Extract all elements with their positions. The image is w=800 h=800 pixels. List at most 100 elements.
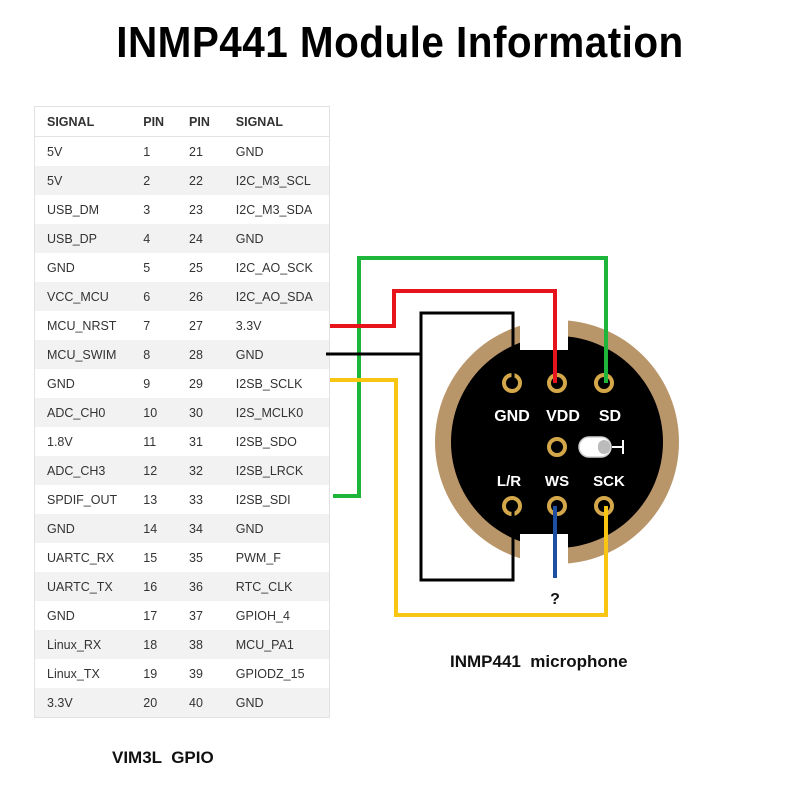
wire-black-gnd-lr-loop [419,311,515,582]
header-pin-left: PIN [131,106,178,137]
cell-signal-right: I2SB_SDI [235,492,291,507]
cell-pin-left: 18 [131,630,178,659]
cell-signal-right: GND [223,340,330,369]
cell-signal-right: GND [223,224,330,253]
cell-signal-right: GND [223,688,330,718]
cell-pin-left: 20 [131,688,178,718]
cell-signal-left: GND [47,376,75,391]
ws-unknown-note: ? [550,591,560,608]
table-row: SPDIF_OUT 13 33 I2SB_SDI [35,485,330,514]
table-row: UARTC_RX 15 35 PWM_F [35,543,330,572]
cell-signal-left: ADC_CH3 [34,456,132,485]
cell-signal-left: ADC_CH0 [34,398,132,427]
gpio-caption: VIM3L GPIO [112,748,214,767]
wire-red-vdd [330,289,557,383]
table-header-row: SIGNAL PIN PIN SIGNAL [34,106,330,137]
cell-pin-left: 3 [143,202,151,217]
cell-signal-left: USB_DP [34,224,132,253]
cell-pin-right: 21 [189,144,203,159]
cell-signal-right: I2C_M3_SDA [235,202,313,217]
cell-signal-right: 3.3V [235,318,262,333]
cell-signal-right: I2C_AO_SDA [223,282,330,311]
cell-pin-left: 10 [131,398,178,427]
header-pin-right: PIN [177,106,224,137]
pin-label-ws: WS [545,473,569,490]
page-title: INMP441 Module Information [116,18,684,67]
cell-signal-left: 5V [47,144,63,159]
pin-label-vdd: VDD [546,408,580,425]
cell-signal-left: Linux_RX [34,630,132,659]
cell-pin-right: 28 [177,340,224,369]
cell-pin-right: 22 [177,166,224,195]
cell-signal-right: I2C_M3_SCL [223,166,330,195]
cell-pin-left: 15 [143,550,158,565]
cell-pin-left: 8 [131,340,178,369]
cell-pin-left: 13 [143,492,158,507]
cell-signal-left: GND [34,514,132,543]
table-row: USB_DM 3 23 I2C_M3_SDA [35,195,330,224]
cell-signal-left: UARTC_RX [47,550,115,565]
cell-pin-left: 16 [131,572,178,601]
cell-pin-right: 33 [189,492,203,507]
cell-signal-right: I2SB_SDO [235,434,297,449]
cell-pin-left: 12 [131,456,178,485]
cell-pin-right: 34 [177,514,224,543]
cell-signal-left: SPDIF_OUT [47,492,118,507]
cell-pin-right: 36 [177,572,224,601]
cell-pin-right: 23 [189,202,203,217]
sound-port-icon [547,437,567,457]
cell-signal-left: USB_DM [47,202,100,217]
pin-label-sd: SD [599,408,621,425]
cell-pin-right: 39 [189,666,203,681]
cell-pin-left: 14 [131,514,178,543]
cell-signal-left: Linux_TX [47,666,100,681]
cell-signal-left: GND [47,260,75,275]
cell-pin-right: 24 [177,224,224,253]
cell-pin-right: 40 [177,688,224,718]
board-bottom-notch [520,534,568,568]
cell-pin-left: 2 [131,166,178,195]
board-top-notch [520,316,568,350]
cell-pin-left: 9 [143,376,151,391]
cell-pin-left: 7 [143,318,151,333]
cell-signal-right: I2C_AO_SCK [235,260,313,275]
cell-signal-left: UARTC_TX [34,572,132,601]
cell-signal-right: I2S_MCLK0 [223,398,330,427]
cell-signal-left: 3.3V [34,688,132,718]
cell-pin-right: 37 [189,608,203,623]
cell-signal-left: MCU_SWIM [34,340,132,369]
cell-signal-right: PWM_F [235,550,281,565]
cell-pin-left: 4 [131,224,178,253]
cell-signal-right: RTC_CLK [223,572,330,601]
pin-label-gnd: GND [494,408,530,425]
cell-pin-right: 35 [189,550,203,565]
cell-pin-right: 27 [189,318,203,333]
cell-signal-left: GND [47,608,75,623]
cell-pin-right: 32 [177,456,224,485]
pin-label-sck: SCK [593,473,625,490]
cell-signal-right: GND [223,514,330,543]
cell-pin-right: 25 [189,260,203,275]
cell-signal-right: GPIODZ_15 [235,666,305,681]
cell-signal-left: 1.8V [47,434,73,449]
wire-green-sd [333,256,608,498]
pin-label-lr: L/R [497,473,521,490]
cell-signal-right: I2SB_SCLK [235,376,303,391]
cell-signal-right: MCU_PA1 [223,630,330,659]
cell-pin-right: 30 [177,398,224,427]
